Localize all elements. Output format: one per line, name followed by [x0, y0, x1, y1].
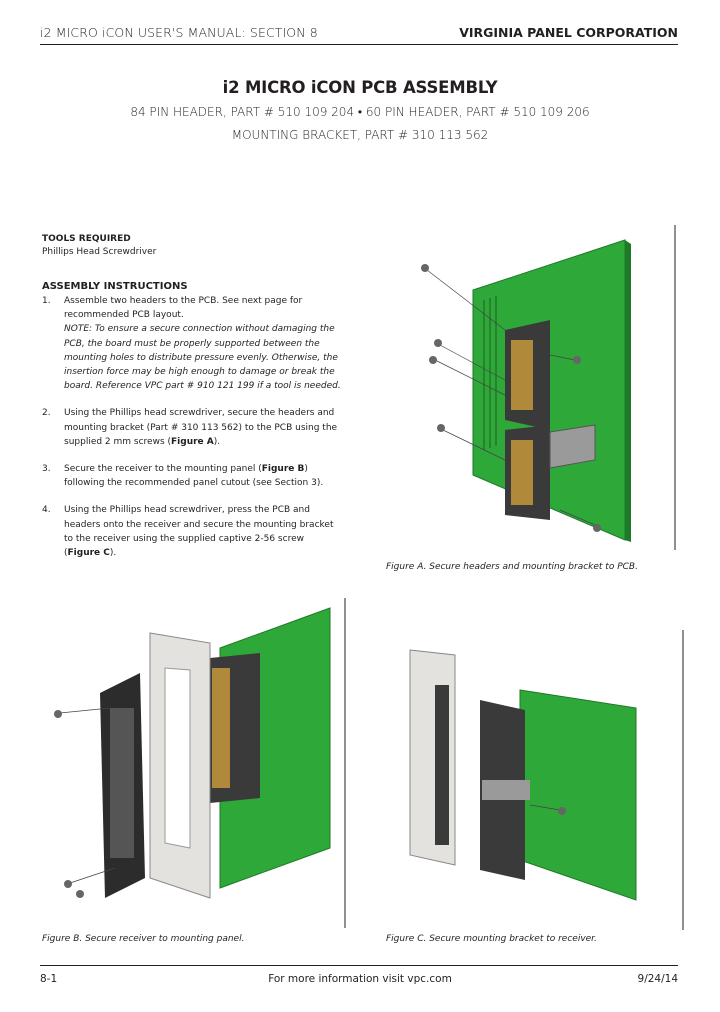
- subtitle-parts-line: 84 PIN HEADER, PART # 510 109 204 • 60 P…: [130, 105, 590, 119]
- footer-date: 9/24/14: [637, 973, 678, 985]
- figure-c-caption: Figure C. Secure mounting bracket to rec…: [386, 934, 597, 944]
- step-number: 1.: [42, 296, 51, 306]
- step-number: 4.: [42, 505, 51, 516]
- footer-info: For more information visit vpc.com: [268, 973, 452, 985]
- step-text-end: ).: [213, 436, 221, 447]
- company-name: VIRGINIA PANEL CORPORATION: [459, 25, 678, 40]
- step-3: 3. Secure the receiver to the mounting p…: [42, 462, 342, 490]
- tools-item: Phillips Head Screwdriver: [42, 247, 157, 257]
- step-text: Secure the receiver to the mounting pane…: [64, 464, 262, 475]
- tools-heading: TOOLS REQUIRED: [42, 234, 131, 244]
- figure-b-caption: Figure B. Secure receiver to mounting pa…: [42, 934, 245, 944]
- step-text: Using the Phillips head screwdriver, sec…: [64, 408, 338, 447]
- subtitle-bracket-line: MOUNTING BRACKET, PART # 310 113 562: [231, 128, 489, 142]
- figure-b-illustration: [54, 598, 346, 928]
- page-title: i2 MICRO iCON PCB ASSEMBLY: [222, 78, 498, 97]
- header-rule: [40, 44, 678, 45]
- figure-a-caption: Figure A. Secure headers and mounting br…: [386, 562, 638, 572]
- assembly-heading: ASSEMBLY INSTRUCTIONS: [42, 281, 188, 292]
- page-number: 8-1: [40, 973, 58, 985]
- step-text: Assemble two headers to the PCB. See nex…: [64, 296, 303, 321]
- step-number: 2.: [42, 408, 51, 419]
- figure-ref: Figure B: [261, 464, 305, 475]
- figure-a-illustration: [421, 225, 676, 550]
- step-4: 4. Using the Phillips head screwdriver, …: [42, 503, 342, 560]
- footer-rule: [40, 965, 678, 966]
- step-text-end: ).: [109, 548, 117, 559]
- manual-section-header: i2 MICRO iCON USER'S MANUAL: SECTION 8: [40, 25, 318, 40]
- step-2: 2. Using the Phillips head screwdriver, …: [42, 406, 342, 449]
- step-1: 1. Assemble two headers to the PCB. See …: [42, 294, 342, 393]
- figure-ref: Figure C: [67, 548, 110, 559]
- step-text-end: ) following the recommended panel cutout…: [64, 464, 324, 489]
- figure-ref: Figure A: [171, 436, 214, 447]
- assembly-steps: 1. Assemble two headers to the PCB. See …: [42, 294, 342, 573]
- step-number: 3.: [42, 464, 51, 475]
- step-note: NOTE: To ensure a secure connection with…: [64, 324, 341, 392]
- step-text: Using the Phillips head screwdriver, pre…: [64, 505, 334, 559]
- figure-c-illustration: [409, 630, 684, 930]
